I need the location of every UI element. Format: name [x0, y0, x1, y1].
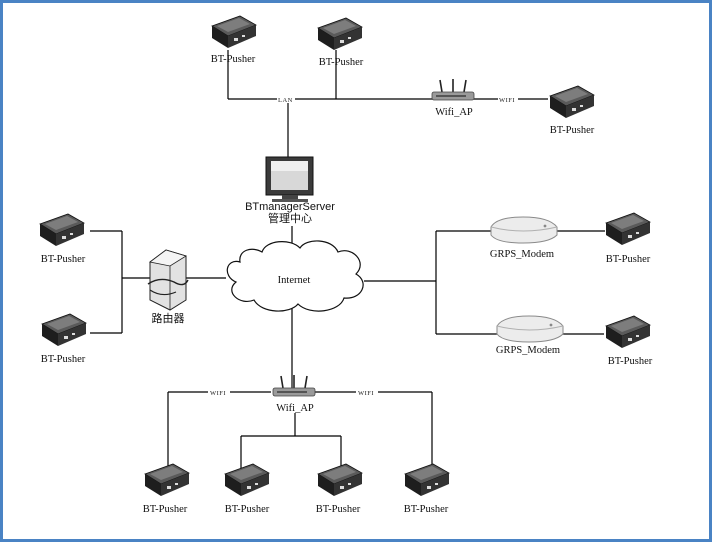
wifi-link-label-bottom-left: WIFI: [210, 390, 226, 397]
wifi-ap-label-top: Wifi_AP: [435, 107, 473, 118]
modem-label-1: GRPS_Modem: [490, 249, 554, 260]
server-monitor-icon: [265, 156, 314, 202]
bt-pusher-icon: [317, 17, 363, 51]
wifi-link-label-top: WIFI: [499, 97, 515, 104]
internet-label: Internet: [278, 275, 311, 286]
bt-pusher-label-left-1: BT-Pusher: [41, 254, 86, 265]
router-icon: [147, 249, 189, 311]
bt-pusher-label-top-1: BT-Pusher: [211, 54, 256, 65]
bt-pusher-label-top-3: BT-Pusher: [550, 125, 595, 136]
bt-pusher-label-bottom-4: BT-Pusher: [404, 504, 449, 515]
server-sub-label: 管理中心: [268, 211, 312, 225]
bt-pusher-icon: [605, 212, 651, 246]
server-label: BTmanagerServer: [245, 201, 335, 213]
bt-pusher-icon: [404, 463, 450, 497]
network-diagram: LAN WIFI WIFI WIFI BT-Pusher BT-Pusher W…: [39, 15, 653, 515]
modem-icon: [496, 315, 564, 343]
bt-pusher-label-bottom-1: BT-Pusher: [143, 504, 188, 515]
bt-pusher-icon: [549, 85, 595, 119]
wifi-link-label-bottom-right: WIFI: [358, 390, 374, 397]
bt-pusher-label-right-1: BT-Pusher: [606, 254, 651, 265]
wifi-ap-icon: [431, 78, 475, 101]
bt-pusher-icon: [211, 15, 257, 49]
bt-pusher-icon: [317, 463, 363, 497]
modem-icon: [490, 216, 558, 244]
bt-pusher-label-top-2: BT-Pusher: [319, 57, 364, 68]
bt-pusher-label-bottom-2: BT-Pusher: [225, 504, 270, 515]
bt-pusher-icon: [41, 313, 87, 347]
router-label: 路由器: [152, 311, 185, 325]
bt-pusher-icon: [144, 463, 190, 497]
wifi-ap-icon: [272, 374, 316, 397]
bt-pusher-label-left-2: BT-Pusher: [41, 354, 86, 365]
bt-pusher-icon: [39, 213, 85, 247]
bt-pusher-label-bottom-3: BT-Pusher: [316, 504, 361, 515]
bt-pusher-icon: [224, 463, 270, 497]
bt-pusher-label-right-2: BT-Pusher: [608, 356, 653, 367]
bt-pusher-icon: [605, 315, 651, 349]
wifi-ap-label-bottom: Wifi_AP: [276, 403, 314, 414]
lan-link-label: LAN: [278, 97, 293, 104]
modem-label-2: GRPS_Modem: [496, 345, 560, 356]
internet-cloud-icon: [226, 240, 364, 312]
